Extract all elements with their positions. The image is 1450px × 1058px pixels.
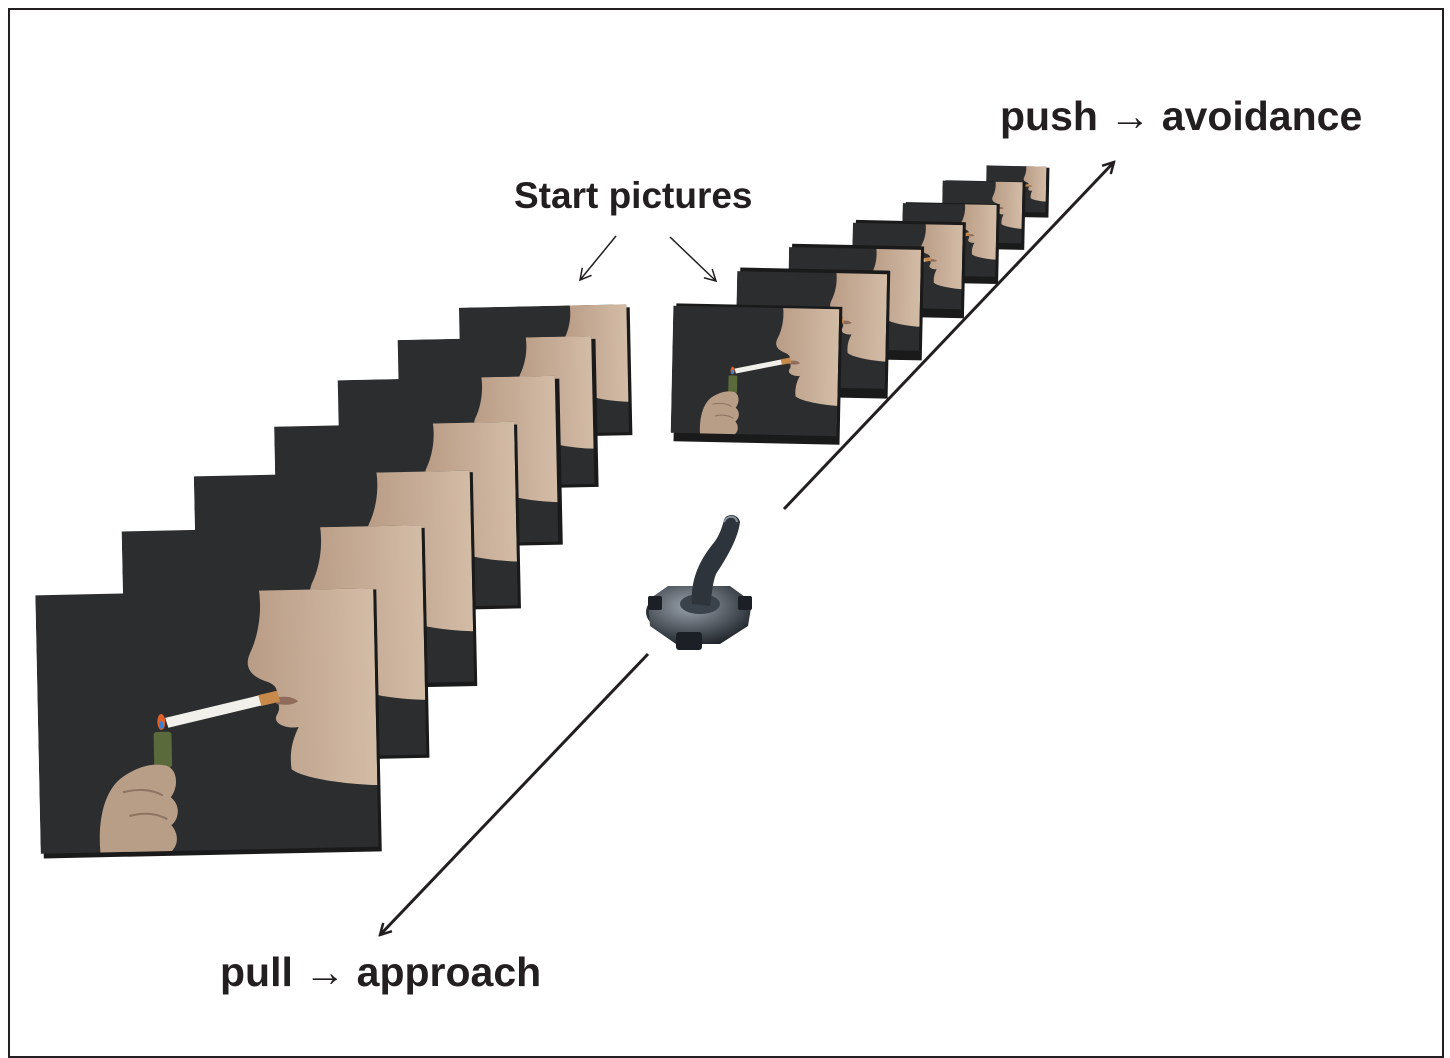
push-arrow (782, 162, 1114, 511)
right-picture-stack (670, 165, 1050, 445)
start-arrow-left (579, 235, 617, 282)
left-picture-stack (35, 304, 633, 859)
smoking-photo-right-7 (670, 303, 843, 445)
pull-arrow (380, 652, 650, 935)
push-avoidance-label: push → avoidance (1000, 93, 1363, 139)
smoking-photo-left-7 (35, 587, 382, 859)
start-pictures-label: Start pictures (514, 175, 753, 216)
joystick-icon (646, 514, 752, 650)
pull-approach-label: pull → approach (220, 949, 542, 995)
start-arrow-right (669, 236, 718, 283)
